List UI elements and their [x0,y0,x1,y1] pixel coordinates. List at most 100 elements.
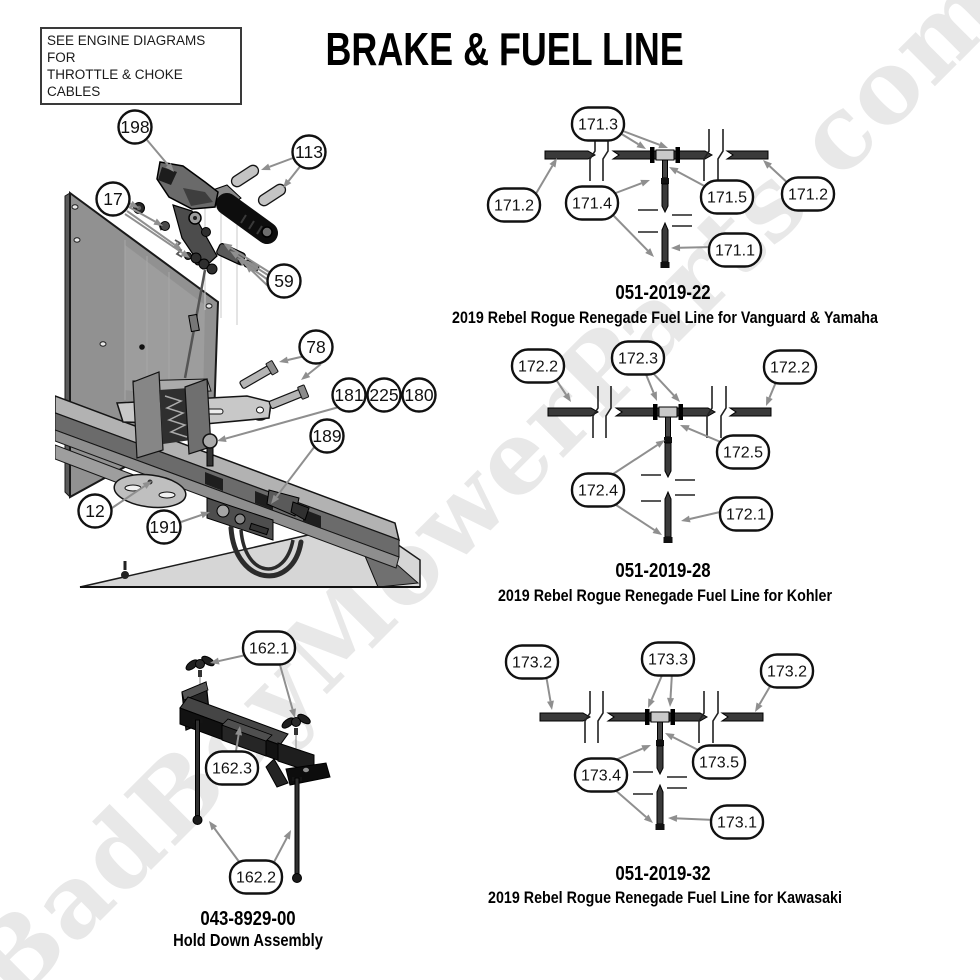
leader-arrowhead [237,258,247,267]
callout-label: 17 [103,189,122,209]
fuel-part-number-2: 051-2019-28 [615,560,711,582]
leader-arrows [533,130,792,257]
leader-arrow [669,672,673,699]
fuel-description-1: 2019 Rebel Rogue Renegade Fuel Line for … [452,308,878,327]
leader-arrowhead [636,141,646,149]
leader-arrow [619,132,639,146]
leader-arrowhead [223,243,233,251]
callout-label: 191 [149,517,178,537]
leader-arrow [687,427,724,444]
leader-arrow [275,445,316,498]
callout-bubble: 171.3 [570,106,626,142]
callout-label: 172.2 [518,359,558,376]
leader-arrowhead [665,733,675,741]
leader-arrowhead [245,264,254,273]
callout-bubble: 162.3 [204,750,260,786]
leader-arrowhead [671,244,681,252]
clevis-pins [230,164,287,207]
hold-down-part-number: 043-8929-00 [200,908,296,930]
callout-bubble: 113 [291,134,327,170]
fuel-part-number-1: 051-2019-22 [615,282,711,304]
callout-label: 172.5 [723,445,763,462]
leader-arrow [146,139,169,166]
callout-label: 173.5 [699,755,739,772]
leader-arrow [237,254,272,278]
leader-arrowhead [547,700,554,710]
leader-arrow [269,157,294,168]
callout-label: 181 [334,385,363,405]
leader-arrow [272,837,288,865]
leader-arrow [545,674,552,702]
leader-arrow [225,406,340,440]
callout-label: 113 [295,142,323,162]
callout-bubble: 180 [401,377,437,413]
leader-arrow [250,269,270,288]
leader-arrowhead [283,830,291,840]
callout-bubble: 171.1 [707,232,763,268]
callout-label: 171.4 [572,196,612,213]
base-plate [113,473,187,509]
wing-nut [281,713,311,735]
callout-bubble: 171.5 [699,179,755,215]
leader-arrowhead [142,481,152,489]
fuel-line-diagram-kawasaki: 173.2 173.3 173.2 173.5 173.4 173.1 [504,641,815,840]
callout-bubble: 173.2 [504,644,560,680]
leader-arrowhead [209,821,218,831]
callout-bubble: 78 [298,329,334,365]
fuel-line-art [539,691,764,830]
leader-arrowhead [755,702,763,712]
wing-nut [185,655,215,677]
leader-arrowhead [165,162,174,172]
callouts: 173.2 173.3 173.2 173.5 173.4 173.1 [504,641,815,840]
fuel-part-number-3: 051-2019-32 [615,863,711,885]
note-line-1: SEE ENGINE DIAGRAMS FOR [47,33,206,65]
callout-label: 173.2 [767,664,807,681]
callout-label: 172.2 [770,360,810,377]
leader-arrow [180,513,202,523]
callout-label: 162.1 [249,641,289,658]
leader-arrow [235,734,240,752]
callout-label: 172.3 [618,351,658,368]
callout-bubble: 173.2 [759,653,815,689]
leader-arrowhead [658,141,668,149]
callout-label: 162.2 [236,870,276,887]
callout-bubble: 173.4 [573,757,629,793]
callout-label: 189 [312,426,341,446]
leader-arrow [126,210,176,246]
mount-tower [132,371,218,467]
leader-arrow [533,165,554,198]
fuel-line-art [544,129,769,268]
leader-arrowhead [210,657,220,665]
callout-label: 78 [306,337,325,357]
callout-bubble: 172.1 [718,496,774,532]
leader-arrowhead [640,179,650,187]
leader-arrow [679,246,714,249]
leader-arrowhead [671,393,680,402]
hold-down-assembly-diagram: 162.1 162.3 162.2 [179,630,331,895]
leader-arrow [612,182,642,195]
leader-arrowhead [289,708,296,718]
callouts: 162.1 162.3 162.2 [204,630,297,895]
leader-arrowhead [652,527,662,535]
leader-arrow [128,206,156,223]
leader-arrowhead [655,440,665,448]
leader-arrow [676,817,716,821]
leader-arrowhead [766,396,773,406]
leader-arrow [111,485,146,509]
leader-arrowhead [668,814,678,822]
callout-bubble: 173.5 [691,744,747,780]
callout-label: 173.1 [717,815,757,832]
leader-arrowhead [641,745,651,752]
leader-arrowhead [643,814,653,823]
leader-arrows [554,371,777,535]
callout-label: 173.2 [512,655,552,672]
leader-arrow [609,444,659,477]
callout-label: 171.2 [494,198,534,215]
callout-bubble: 172.5 [715,434,771,470]
callout-bubble: 173.3 [640,641,696,677]
leader-arrow [612,502,656,531]
fuel-line-art [547,386,772,543]
leader-arrowhead [230,251,240,259]
